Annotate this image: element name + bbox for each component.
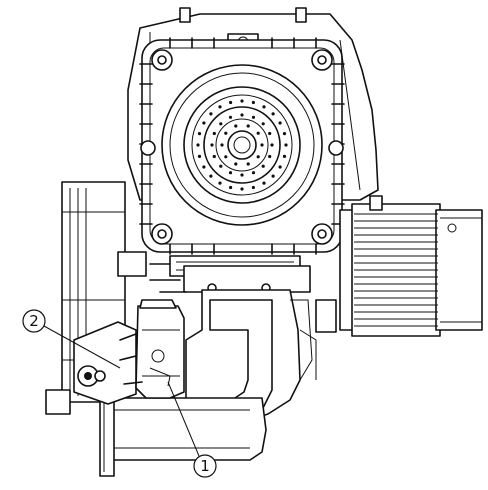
inlet-hole	[229, 100, 233, 105]
inlet-hole	[260, 143, 264, 147]
inlet-hole	[219, 164, 223, 168]
inlet-hole	[212, 154, 216, 159]
motor-cooling-fins	[354, 213, 438, 327]
inlet-hole	[196, 143, 200, 147]
inlet-hole	[268, 154, 272, 159]
inlet-hole	[256, 131, 260, 135]
inlet-hole	[251, 115, 256, 119]
inlet-hole	[228, 115, 233, 119]
inlet-hole	[246, 124, 250, 128]
inlet-hole	[212, 131, 216, 136]
inlet-hole	[202, 121, 206, 125]
inlet-hole	[229, 185, 233, 190]
inlet-hole	[197, 132, 202, 136]
inlet-hole	[234, 124, 238, 128]
inlet-hole	[262, 105, 266, 109]
air-duct-elbow	[185, 289, 317, 421]
inlet-hole	[261, 164, 265, 168]
callout-1: 1	[167, 381, 217, 478]
inlet-hole	[282, 154, 287, 158]
inlet-hole	[284, 143, 288, 147]
inlet-hole	[271, 112, 275, 116]
inlet-hole	[262, 181, 266, 185]
inlet-hole	[246, 162, 250, 166]
inlet-hole	[278, 121, 282, 125]
inlet-hole	[240, 187, 244, 191]
inlet-hole	[228, 171, 233, 175]
inlet-hole	[268, 131, 272, 136]
inlet-hole	[282, 132, 287, 136]
mounting-bracket	[117, 251, 311, 293]
inlet-hole	[251, 100, 255, 105]
inlet-hole	[240, 99, 244, 103]
inlet-hole	[202, 165, 206, 169]
actuator-assembly	[73, 299, 185, 405]
callout-2: 2	[22, 309, 121, 369]
inlet-hole	[240, 173, 244, 177]
callout-2-label: 2	[29, 312, 39, 330]
fan-housing	[161, 64, 323, 226]
inlet-hole	[218, 105, 222, 109]
inlet-hole	[210, 143, 214, 147]
inlet-hole	[209, 174, 213, 178]
air-inlet-holes	[196, 99, 288, 191]
inlet-hole	[234, 162, 238, 166]
callout-1-label: 1	[200, 457, 210, 475]
inlet-hole	[251, 185, 255, 190]
inlet-hole	[240, 113, 244, 117]
inlet-hole	[218, 181, 222, 185]
electric-motor	[315, 195, 483, 337]
inlet-hole	[197, 154, 202, 158]
inlet-hole	[270, 143, 274, 147]
inlet-hole	[224, 155, 228, 159]
inlet-hole	[278, 165, 282, 169]
inlet-hole	[261, 122, 265, 126]
inlet-hole	[219, 122, 223, 126]
inlet-hole	[220, 143, 224, 147]
inlet-hole	[271, 174, 275, 178]
inlet-hole	[251, 171, 256, 175]
inlet-hole	[256, 155, 260, 159]
inlet-hole	[224, 131, 228, 135]
inlet-hole	[209, 112, 213, 116]
